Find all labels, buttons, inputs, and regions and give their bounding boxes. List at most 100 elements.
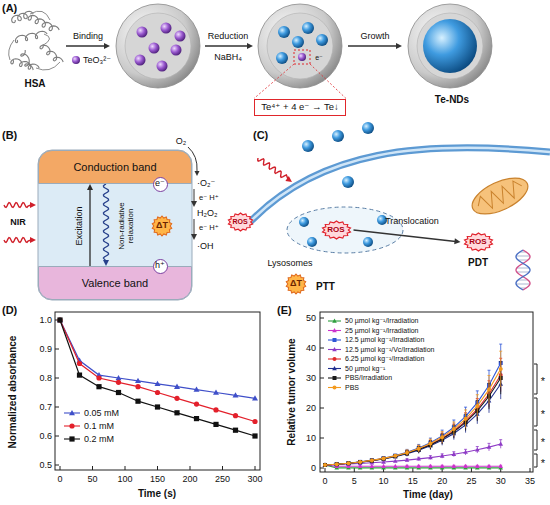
plot-frame <box>55 312 260 470</box>
significance-bracket <box>534 454 537 455</box>
data-point <box>393 464 398 468</box>
axis-tick <box>320 348 324 349</box>
data-point <box>346 461 350 465</box>
axis-tick <box>190 466 191 470</box>
label-text: ·O₂⁻ <box>197 178 215 188</box>
error-cap <box>417 445 420 446</box>
data-point <box>452 427 456 431</box>
data-point <box>498 464 503 468</box>
label-text: 0.8 <box>39 373 52 383</box>
protein-coil <box>40 44 63 62</box>
label-text: Relative tumor volume <box>286 338 298 445</box>
node-text: ROS <box>232 218 247 226</box>
data-point <box>487 464 492 468</box>
reaction-arrow-head <box>191 201 197 207</box>
dna-rung <box>517 272 529 273</box>
plot-frame <box>320 312 533 472</box>
data-point <box>57 317 62 322</box>
error-cap <box>406 449 409 450</box>
node-text: ROS <box>327 226 344 235</box>
error-cap <box>499 344 502 345</box>
error-cap <box>464 449 467 450</box>
axis-tick <box>320 408 324 409</box>
node-text: ΔT <box>290 279 302 289</box>
data-point <box>174 396 179 401</box>
data-point <box>452 452 457 456</box>
significance-bracket <box>537 364 538 394</box>
data-line <box>325 378 501 465</box>
data-point <box>475 447 480 451</box>
ros-burst: ROS <box>463 232 494 252</box>
data-point <box>382 456 386 460</box>
data-point <box>346 461 350 465</box>
node-text: Te⁴⁺ + 4 e⁻ → Te↓ <box>261 102 339 112</box>
reaction-arrow-head <box>195 171 200 176</box>
process-arrow <box>205 45 248 47</box>
nir-wave <box>258 158 288 179</box>
significance-bracket <box>534 430 537 431</box>
significance-bracket <box>534 450 537 451</box>
data-point <box>393 459 398 463</box>
process-arrow-head <box>247 43 253 49</box>
tellurium-seed <box>276 52 288 64</box>
connector <box>354 230 461 244</box>
data-point <box>370 459 374 463</box>
ros-burst: ROS <box>321 220 352 240</box>
error-cap <box>476 394 479 395</box>
tellurium-seed <box>292 36 304 48</box>
label-text: * <box>541 408 545 421</box>
data-point <box>233 413 238 418</box>
node-text: Valence band <box>82 277 148 289</box>
carrier-cavity <box>417 13 483 79</box>
data-point <box>452 464 457 468</box>
error-cap <box>441 430 444 431</box>
legend-text: 50 µmol kg⁻¹ <box>345 364 385 372</box>
node-text: h⁺ <box>155 261 165 271</box>
data-point <box>498 442 503 446</box>
data-point <box>440 454 445 458</box>
label-text: e⁻ H⁺ <box>199 194 219 203</box>
dna-rung <box>516 256 530 257</box>
data-line <box>60 320 255 398</box>
data-point <box>393 454 398 458</box>
data-point <box>155 381 161 386</box>
label-text: (D) <box>2 304 17 317</box>
edge-label: Translocation <box>385 216 439 226</box>
label-text: 30 <box>306 373 316 383</box>
data-point <box>194 416 199 421</box>
data-point <box>358 460 362 464</box>
error-cap <box>476 390 479 391</box>
data-point <box>135 399 140 404</box>
label-text: 25 <box>466 476 476 486</box>
data-point <box>323 463 327 467</box>
error-cap <box>488 370 491 371</box>
data-point <box>116 390 121 395</box>
data-point <box>405 451 409 455</box>
mitochondrion <box>467 171 533 222</box>
label-text: Reduction <box>208 31 249 41</box>
tellurium-nanodot <box>363 237 373 247</box>
label-text: Growth <box>360 31 389 41</box>
label-text: (C) <box>253 129 268 142</box>
data-point <box>57 317 62 322</box>
legend-text: 12.5 µmol kg⁻¹/Vc/Irradiation <box>345 345 434 353</box>
label-text: O₂ <box>176 136 187 146</box>
tellurite-ion <box>298 53 306 61</box>
label-text: 10 <box>306 433 316 443</box>
energy-band: Conduction band <box>38 150 192 184</box>
process-arrow <box>348 45 397 47</box>
data-point <box>463 464 468 468</box>
legend-sample <box>333 376 337 380</box>
axis-tick <box>55 465 59 466</box>
significance-bracket <box>534 426 537 427</box>
carrier-shell <box>258 4 342 88</box>
data-point <box>393 454 397 458</box>
axis-tick <box>320 378 324 379</box>
heat-burst: ΔT <box>151 215 173 237</box>
error-cap <box>499 351 502 352</box>
carrier-shell <box>116 4 200 88</box>
charge-circle: e⁻ <box>153 177 168 192</box>
data-point <box>213 422 218 427</box>
axis-tick <box>530 468 531 472</box>
